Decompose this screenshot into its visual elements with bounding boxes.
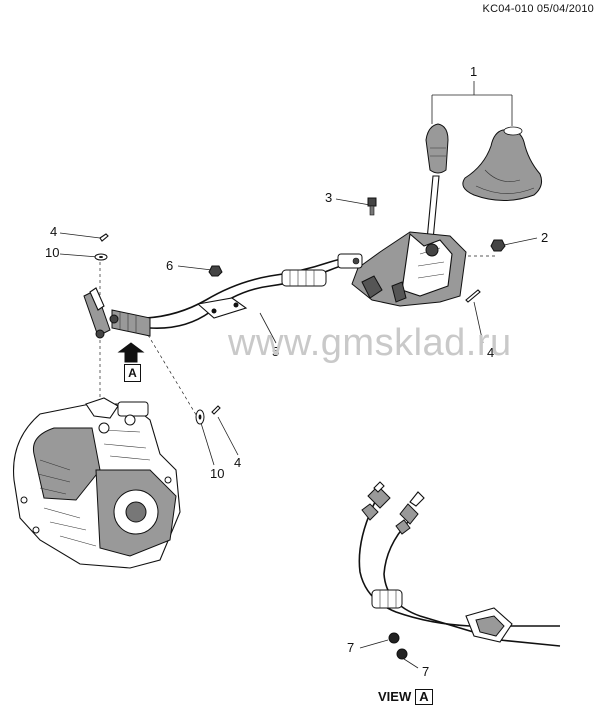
view-a-cable-end-right [395,491,425,535]
nut-2 [490,239,506,252]
washer-10-bottom [195,409,205,425]
view-a-nut-7-top [388,632,400,644]
callout-7-bottom: 7 [422,664,429,679]
transmission-housing [12,397,181,569]
callout-10-bottom: 10 [210,466,224,481]
nut-3 [367,197,377,216]
view-a-arrow [117,342,145,363]
view-a-nut-7-bottom [396,648,408,660]
nut-6 [208,265,223,277]
callout-7-top: 7 [347,640,354,655]
view-a-bracket [465,607,513,643]
callout-4-bottom: 4 [234,455,241,470]
clip-4-bottom [211,405,221,415]
view-label: VIEW [378,689,412,704]
view-a-cable-end-left [361,481,391,521]
callout-5: 5 [272,344,279,359]
shift-knob [425,123,449,241]
cable-ends-left [83,287,151,339]
callout-2: 2 [541,230,548,245]
view-a-clamp [371,589,403,609]
view-letter: A [415,689,433,705]
cable-end-right [337,253,363,269]
watermark: www.gmsklad.ru [228,322,512,364]
shifter-base [351,231,467,307]
shift-cable-assembly [145,253,363,329]
clip-4-top [99,233,109,242]
view-a-detail [358,481,561,660]
washer-10-top [94,253,108,261]
callout-10-top: 10 [45,245,59,260]
callout-6: 6 [166,258,173,273]
callout-3: 3 [325,190,332,205]
callout-1: 1 [470,64,477,79]
pin-4-right [465,289,481,303]
cable-adjuster [281,269,327,287]
leader-lines [59,81,538,669]
drawing-code: KC04-010 05/04/2010 [482,3,594,15]
shift-boot [462,126,542,201]
callout-4-right: 4 [487,345,494,360]
callout-4-top: 4 [50,224,57,239]
view-a-arrow-label: A [124,364,141,382]
